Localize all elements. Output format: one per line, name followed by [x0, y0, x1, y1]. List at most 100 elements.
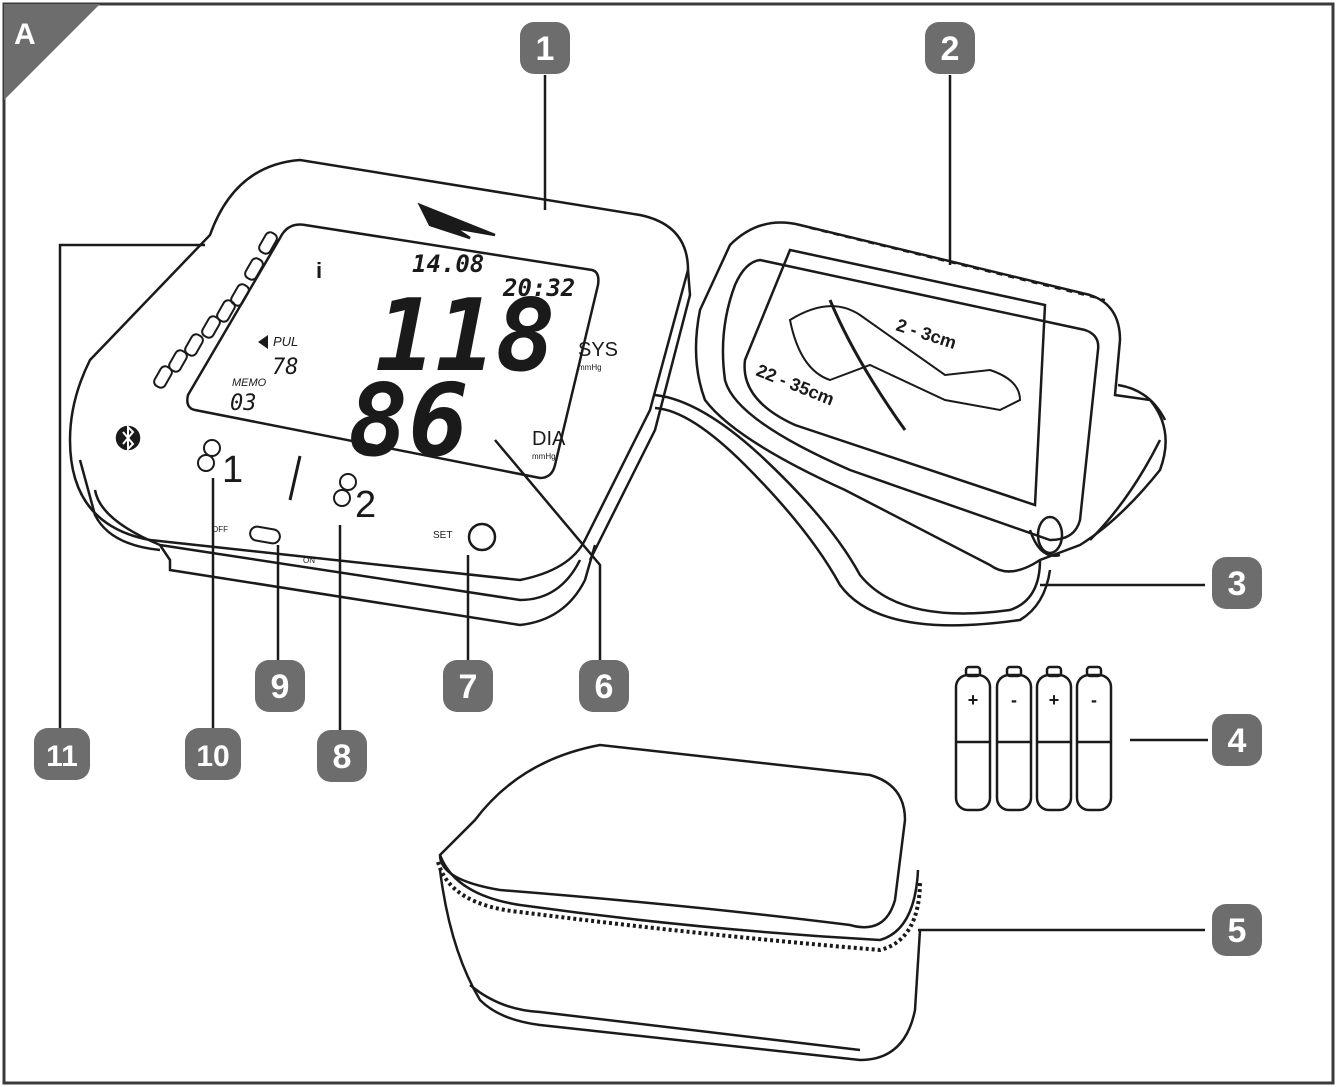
callout-number: 4: [1228, 722, 1247, 760]
memory-label: MEMO: [232, 377, 267, 389]
set-label: SET: [433, 530, 452, 541]
led-indicator: [201, 315, 221, 339]
callout-badge-shape: [925, 22, 975, 74]
monitor-base-side: [93, 489, 582, 602]
monitor-top-surface: [68, 158, 690, 582]
case-bottom: [469, 984, 861, 1052]
battery-polarity-top: -: [1011, 690, 1017, 710]
user-2-label: 2: [355, 484, 376, 526]
battery-polarity-top: -: [1091, 690, 1097, 710]
led-indicator-strip: [153, 231, 278, 389]
battery-terminal: [1045, 665, 1063, 678]
callout-number: 5: [1228, 912, 1247, 950]
led-indicator: [153, 365, 173, 389]
callout-badge-shape: [317, 730, 367, 782]
user-separator: [288, 455, 302, 501]
callout-number: 2: [941, 30, 960, 68]
display-diastolic: 86: [348, 362, 468, 479]
panel-label-corner: [4, 4, 100, 100]
set-button[interactable]: [467, 522, 497, 552]
off-label: OFF: [212, 525, 228, 534]
led-indicator: [244, 257, 264, 281]
user-2-button[interactable]: [333, 473, 357, 507]
callout-badge-4: 4: [1212, 714, 1262, 766]
battery: +: [954, 665, 992, 812]
callout-badge-8: 8: [317, 730, 367, 782]
callout-badge-shape: [443, 660, 493, 712]
callout-badge-shape: [520, 22, 570, 74]
callout-number: 9: [271, 668, 290, 706]
case-zipper: [436, 861, 922, 953]
display-systolic: 118: [375, 277, 556, 394]
monitor-base-bottom: [158, 544, 597, 627]
memory-value: 03: [230, 391, 257, 416]
panel-label-text: A: [14, 18, 36, 51]
cuff-range-label: 22 - 35cm: [754, 360, 838, 409]
callout-badge-6: 6: [579, 660, 629, 712]
battery-terminal: [1005, 665, 1023, 678]
cuff-hose: [654, 393, 1042, 615]
cuff-outer: [694, 221, 1167, 573]
batteries: +-+-: [954, 665, 1113, 812]
user-1-button[interactable]: [197, 439, 221, 472]
cuff-layer: [1117, 383, 1167, 421]
callout-badge-5: 5: [1212, 904, 1262, 956]
callout-badge-shape: [255, 660, 305, 712]
led-indicator: [258, 231, 278, 255]
carrying-case: [436, 743, 922, 1062]
monitor-right-edge: [588, 269, 692, 561]
pulse-label: PUL: [273, 334, 298, 349]
battery-terminal: [1085, 665, 1103, 678]
dia-label: DIA: [532, 428, 566, 450]
monitor-unit: [68, 158, 692, 627]
on-label: ON: [303, 556, 315, 565]
monitor-base: [78, 459, 161, 552]
callout-number: 8: [333, 738, 352, 776]
callout-badge-7: 7: [443, 660, 493, 712]
display-date: 14.08: [412, 250, 484, 278]
sys-unit: mmHg: [578, 363, 602, 372]
battery: -: [995, 665, 1033, 812]
callout-number: 11: [46, 740, 78, 773]
callout-number: 6: [595, 668, 614, 706]
cuff-dashed-line: [809, 227, 1106, 301]
callout-badge-shape: [1212, 904, 1262, 956]
cuff-label-window: [743, 248, 1047, 507]
power-switch[interactable]: [249, 525, 281, 545]
leader-line-11: [58, 243, 205, 730]
callout-badge-shape: [1212, 557, 1262, 609]
callout-badge-9: 9: [255, 660, 305, 712]
callout-badge-1: 1: [520, 22, 570, 74]
leader-line-6: [494, 439, 602, 660]
display-window: [186, 223, 600, 480]
battery-polarity-top: +: [1049, 690, 1060, 710]
pulse-value: 78: [272, 355, 299, 380]
cuff-inner-border: [721, 258, 1100, 542]
callout-number: 3: [1228, 565, 1247, 603]
callout-badge-3: 3: [1212, 557, 1262, 609]
leader-lines: [58, 75, 1208, 932]
case-lid-edge: [438, 854, 920, 942]
cuff-layer: [1089, 439, 1162, 541]
callout-badge-shape: [34, 728, 90, 780]
user-1-label: 1: [222, 449, 243, 491]
callout-number: 7: [459, 668, 478, 706]
led-indicator: [230, 283, 250, 307]
dia-unit: mmHg: [532, 452, 556, 461]
cuff: [654, 221, 1167, 627]
callout-badge-shape: [579, 660, 629, 712]
cuff-connector: [1036, 515, 1064, 555]
case-lid-top: [438, 743, 907, 929]
display-content: i 14.08 20:32 118 86 SYS mmHg DIA mmHg P…: [212, 250, 618, 565]
cuff-gap-label: 2 - 3cm: [894, 315, 959, 353]
tube-illustration: [828, 299, 907, 431]
panel-label: A: [4, 4, 100, 100]
speaker-icon: [258, 335, 268, 349]
callout-badge-2: 2: [925, 22, 975, 74]
callout-number: 1: [536, 30, 555, 68]
battery: +: [1035, 665, 1073, 812]
battery-terminal: [964, 665, 982, 678]
